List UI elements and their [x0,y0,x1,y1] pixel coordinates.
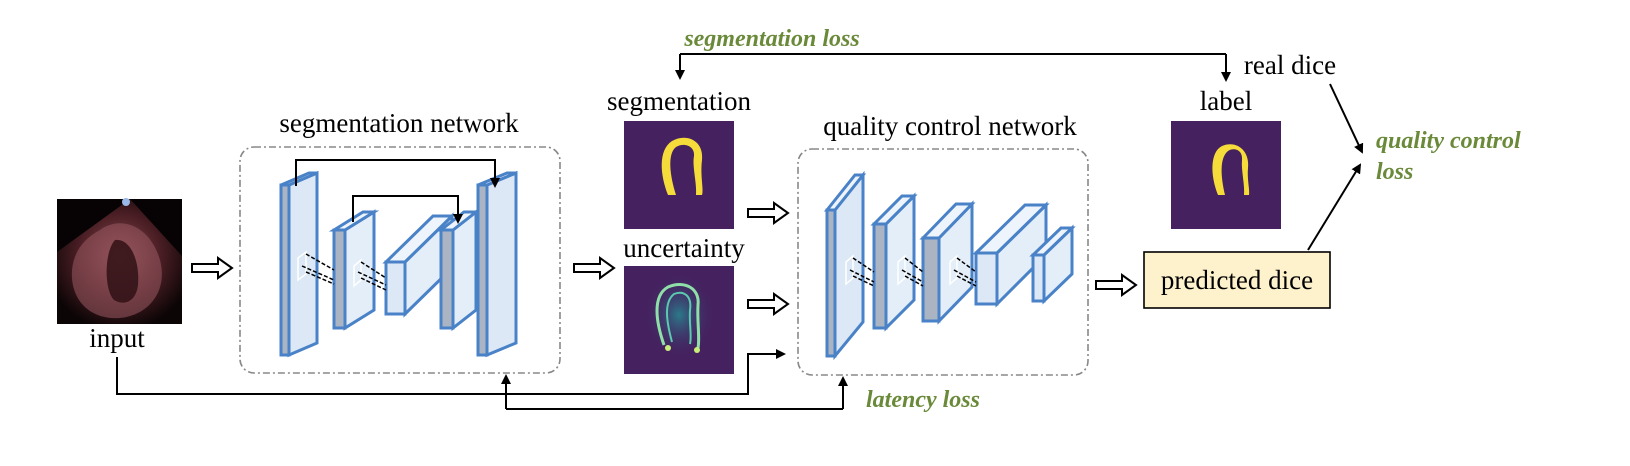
kernel-pyramid-2 [353,258,387,291]
quality-control-network-box [797,148,1089,376]
skip-connections [295,159,500,224]
segmentation-loss-connector [675,53,1231,82]
latency-loss-label: latency loss [866,387,980,413]
uncertainty-map [624,266,734,374]
quality-control-network-blocks [823,170,1076,361]
kernel-pyramid-1 [297,250,335,285]
label-map [1171,121,1281,229]
segmentation-network-title: segmentation network [279,108,519,138]
input-label: input [89,323,145,353]
real-dice-to-qc-loss-arrow [1329,83,1364,154]
hollow-arrow-segnet-to-maps [573,256,616,280]
segmentation-title: segmentation [607,86,751,116]
segmentation-network-box [239,146,561,374]
predicted-dice-label: predicted dice [1161,265,1313,295]
segmentation-network-blocks [279,170,518,358]
quality-control-loss-label-line2: loss [1376,159,1413,185]
hollow-arrow-unc-to-qcnet [747,292,790,316]
qc-kernel-pyramid-2 [897,254,924,287]
label-title: label [1200,86,1252,116]
latency-loss-connector [501,374,848,410]
segmentation-map [624,121,734,229]
quality-control-network-title: quality control network [823,111,1077,141]
hollow-arrow-qcnet-to-dice [1095,273,1138,297]
predicted-dice-to-qc-loss-arrow [1307,163,1362,251]
input-to-qcnet-connector [116,349,786,395]
qc-kernel-pyramid-1 [845,254,875,287]
hollow-arrow-input-to-segnet [191,256,234,280]
segmentation-loss-label: segmentation loss [683,26,859,52]
uncertainty-title: uncertainty [623,233,745,263]
predicted-dice-box [1143,251,1331,309]
input-ultrasound-image [57,198,182,324]
real-dice-label: real dice [1244,50,1336,80]
qc-kernel-pyramid-3 [949,254,977,287]
quality-control-loss-label-line1: quality control [1376,128,1521,154]
hollow-arrow-seg-to-qcnet [747,201,790,225]
